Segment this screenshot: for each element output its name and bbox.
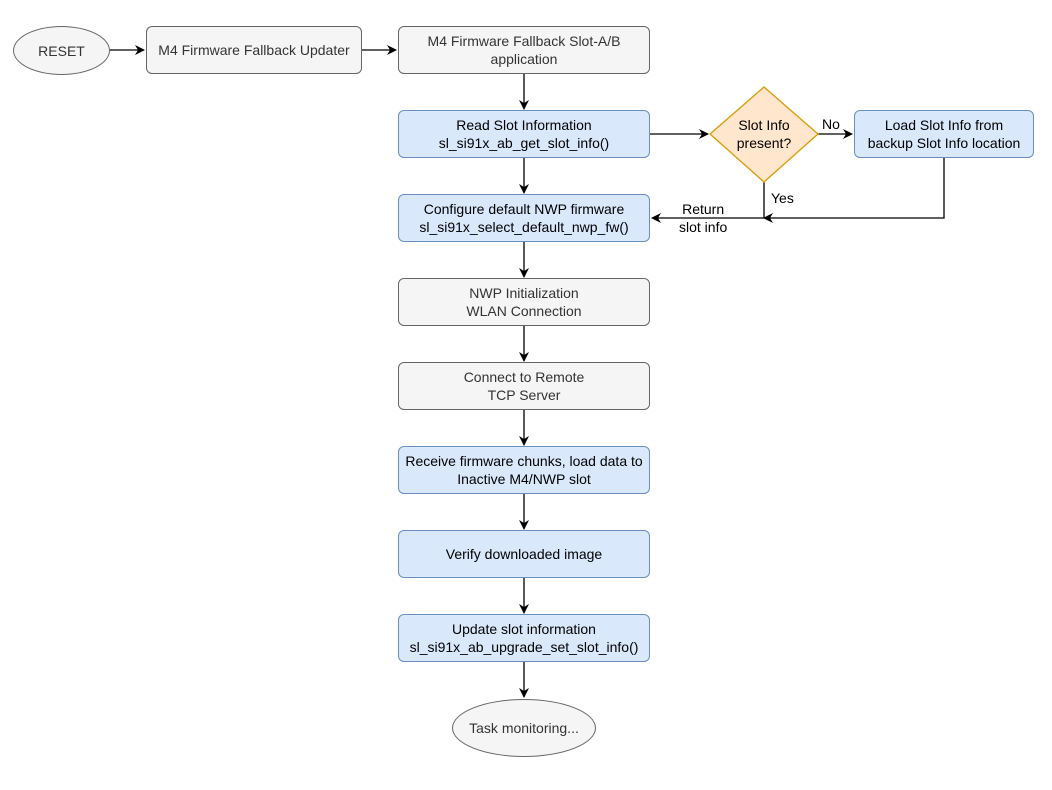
slot-present-line1: Slot Info: [738, 117, 790, 133]
load-backup-label-line1: Load Slot Info from: [884, 117, 1004, 133]
task-monitoring-label: Task monitoring...: [469, 720, 579, 736]
fallback-updater-label: M4 Firmware Fallback Updater: [158, 42, 350, 58]
update-slot-node: Update slot information sl_si91x_ab_upgr…: [398, 614, 650, 662]
fallback-updater-node: M4 Firmware Fallback Updater: [146, 26, 362, 74]
nwp-init-label-line1: NWP Initialization: [469, 285, 579, 301]
slot-present-label: Slot Info present?: [714, 116, 814, 152]
receive-fw-label-line1: Receive firmware chunks, load data to: [405, 453, 643, 469]
nwp-init-node: NWP Initialization WLAN Connection: [398, 278, 650, 326]
task-monitoring-node: Task monitoring...: [452, 699, 596, 757]
decision-diamond: [709, 86, 819, 183]
update-slot-label-line1: Update slot information: [452, 621, 596, 637]
nwp-init-label-line2: WLAN Connection: [466, 303, 582, 319]
configure-nwp-label-line1: Configure default NWP firmware: [423, 201, 625, 217]
update-slot-label-line2: sl_si91x_ab_upgrade_set_slot_info(): [409, 639, 639, 655]
load-backup-node: Load Slot Info from backup Slot Info loc…: [854, 110, 1034, 158]
read-slot-label-line1: Read Slot Information: [456, 117, 592, 133]
reset-node: RESET: [13, 26, 110, 75]
connect-tcp-label-line1: Connect to Remote: [463, 369, 585, 385]
read-slot-node: Read Slot Information sl_si91x_ab_get_sl…: [398, 110, 650, 158]
slot-present-line2: present?: [736, 135, 792, 151]
receive-fw-node: Receive firmware chunks, load data to In…: [398, 446, 650, 494]
connect-tcp-label-line2: TCP Server: [487, 387, 561, 403]
return-line1: Return: [682, 201, 725, 217]
configure-nwp-node: Configure default NWP firmware sl_si91x_…: [398, 194, 650, 242]
connect-tcp-node: Connect to Remote TCP Server: [398, 362, 650, 410]
read-slot-label-line2: sl_si91x_ab_get_slot_info(): [438, 135, 610, 151]
edge-label-no: No: [822, 115, 840, 133]
reset-label: RESET: [38, 42, 85, 59]
edge-load-backup-return: [763, 158, 945, 223]
verify-node: Verify downloaded image: [398, 530, 650, 578]
load-backup-label-line2: backup Slot Info location: [867, 135, 1021, 151]
edge-label-return-slot-info: Return slot info: [679, 200, 727, 236]
slot-app-node: M4 Firmware Fallback Slot-A/B applicatio…: [398, 26, 650, 74]
return-line2: slot info: [679, 219, 728, 235]
slot-app-label-line2: application: [490, 51, 558, 67]
edge-label-yes: Yes: [771, 189, 794, 207]
verify-label: Verify downloaded image: [445, 546, 603, 562]
configure-nwp-label-line2: sl_si91x_select_default_nwp_fw(): [419, 219, 629, 235]
receive-fw-label-line2: Inactive M4/NWP slot: [457, 471, 591, 487]
slot-app-label-line1: M4 Firmware Fallback Slot-A/B: [427, 33, 621, 49]
